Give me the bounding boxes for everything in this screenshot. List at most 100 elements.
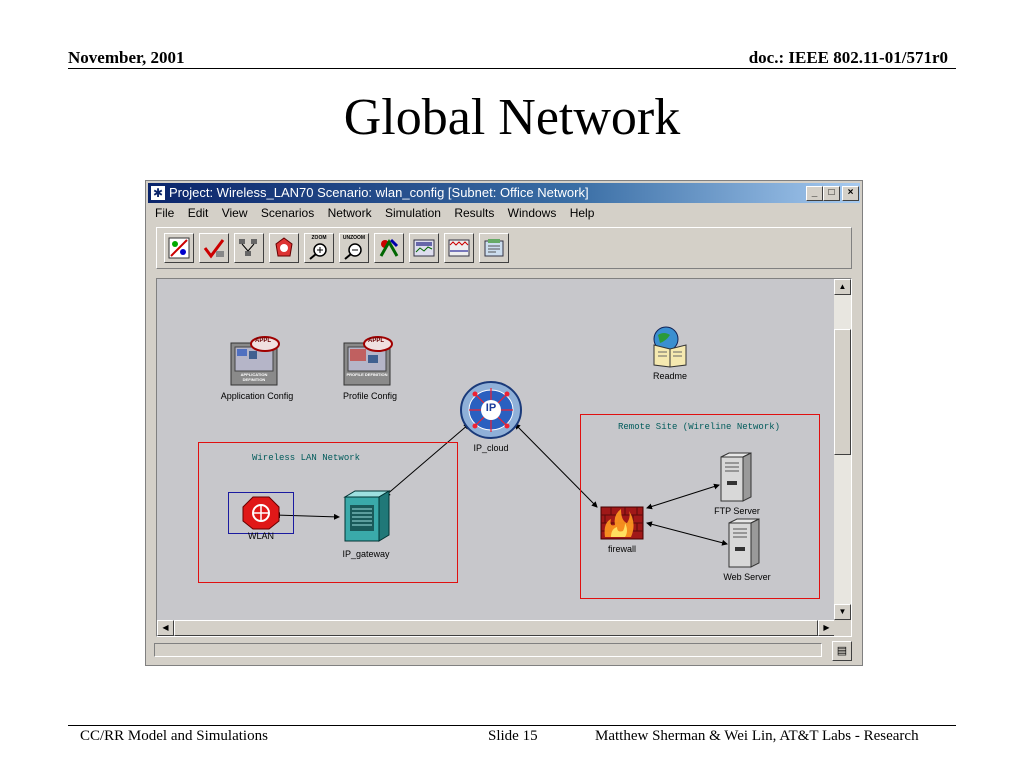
ip-cloud-icon [460,381,522,439]
wireless-lan-subnet[interactable] [198,442,458,583]
header-doc-id: doc.: IEEE 802.11-01/571r0 [748,48,948,67]
menu-results[interactable]: Results [454,206,495,220]
application-config-node[interactable]: APPL APPLICATION DEFINITION [227,335,283,387]
menu-edit[interactable]: Edit [187,206,209,220]
header-rule [68,68,956,69]
profile-config-label: Profile Config [342,391,398,401]
app-window: ✱ Project: Wireless_LAN70 Scenario: wlan… [145,180,863,666]
open-palette-button[interactable] [164,233,194,263]
ip-gateway-icon [343,490,391,542]
remote-site-subnet[interactable] [580,414,820,599]
toolbar: ZOOM UNZOOM [156,227,852,269]
fail-recover-icon [275,237,293,257]
zoom-button[interactable]: ZOOM [304,233,334,263]
ip-gateway-node[interactable] [341,487,391,543]
profile-config-node[interactable]: APPL PROFILE DEFINITION [340,335,396,387]
menu-scenarios[interactable]: Scenarios [260,206,315,220]
slide-title: Global Network [343,89,681,146]
scroll-left-button[interactable]: ◀ [157,620,174,636]
menu-view[interactable]: View [221,206,248,220]
zoom-label: ZOOM [311,235,327,241]
application-config-inner: APPLICATION DEFINITION [240,372,268,382]
vertical-scrollbar[interactable]: ▲ ▼ [834,279,851,620]
app-icon: ✱ [151,186,165,200]
minimize-button[interactable]: _ [806,186,823,201]
verify-links-icon [203,239,225,259]
ftp-server-icon [720,452,752,502]
profile-config-icon [343,336,393,386]
unzoom-label: UNZOOM [342,235,366,241]
web-server-node[interactable] [723,517,767,569]
firewall-label: firewall [607,544,636,554]
fail-recover-button[interactable] [269,233,299,263]
maximize-button[interactable]: □ [823,186,840,201]
horizontal-scrollbar[interactable]: ◀ ▶ [157,620,835,636]
application-config-badge: APPL [255,338,272,344]
web-server-label: Web Server [723,572,771,582]
rapid-config-icon [239,239,257,256]
unzoom-button[interactable]: UNZOOM [339,233,369,263]
network-canvas[interactable]: Wireless LAN Network Remote Site (Wireli… [157,279,835,620]
scroll-down-button[interactable]: ▼ [834,604,851,620]
profile-config-badge: APPL [368,338,385,344]
web-report-button[interactable] [479,233,509,263]
view-results-button[interactable] [409,233,439,263]
readme-label: Readme [652,371,688,381]
view-statistics-button[interactable] [444,233,474,263]
footer-rule [68,725,956,726]
network-editor: Wireless LAN Network Remote Site (Wireli… [156,278,852,637]
wireless-lan-label: Wireless LAN Network [252,453,361,463]
zoom-icon [309,243,327,260]
wlan-node[interactable] [228,492,294,534]
scroll-right-button[interactable]: ▶ [818,620,835,636]
configure-simulation-button[interactable] [374,233,404,263]
window-title: Project: Wireless_LAN70 Scenario: wlan_c… [169,185,589,200]
firewall-node[interactable] [597,501,647,541]
ftp-server-node[interactable] [715,451,759,503]
readme-node[interactable] [648,325,692,369]
firewall-icon [600,506,644,540]
wlan-router-icon [242,496,280,530]
menu-simulation[interactable]: Simulation [384,206,441,220]
ftp-server-label: FTP Server [714,506,760,516]
ip-cloud-label: IP_cloud [473,443,509,453]
web-report-icon [484,239,504,257]
message-log-button[interactable]: ▤ [832,641,852,661]
close-button[interactable]: × [842,186,859,201]
header-date: November, 2001 [68,48,185,67]
vertical-scroll-thumb[interactable] [834,329,851,455]
configure-simulation-icon [379,238,399,257]
ip-gateway-label: IP_gateway [342,549,390,559]
status-bar [154,643,822,657]
open-palette-icon [168,237,190,259]
link-gateway-ipcloud[interactable] [384,423,470,497]
footer-slide-number: Slide 15 [488,728,538,744]
view-results-icon [413,239,435,257]
menu-file[interactable]: File [155,206,175,220]
title-bar[interactable]: ✱ Project: Wireless_LAN70 Scenario: wlan… [148,183,860,203]
web-server-icon [728,518,760,568]
ip-cloud-glyph: IP [485,402,497,414]
link-wlan-gateway[interactable] [274,512,340,520]
scroll-up-button[interactable]: ▲ [834,279,851,295]
menu-help[interactable]: Help [569,206,595,220]
link-firewall-ftp[interactable] [646,483,720,510]
rapid-config-button[interactable] [234,233,264,263]
application-config-icon [230,336,280,386]
remote-site-label: Remote Site (Wireline Network) [618,422,781,432]
scroll-corner [834,620,851,636]
links-layer [274,423,728,546]
menu-bar: File Edit View Scenarios Network Simulat… [150,204,599,222]
footer-left: CC/RR Model and Simulations [80,728,268,744]
menu-network[interactable]: Network [327,206,372,220]
verify-links-button[interactable] [199,233,229,263]
readme-book-icon [653,326,687,368]
footer-authors: Matthew Sherman & Wei Lin, AT&T Labs - R… [595,728,919,744]
link-firewall-web[interactable] [646,521,728,546]
unzoom-icon [344,243,362,260]
view-statistics-icon [448,239,470,257]
horizontal-scroll-thumb[interactable] [174,620,818,636]
link-ipcloud-firewall[interactable] [514,423,598,508]
menu-windows[interactable]: Windows [507,206,557,220]
ip-cloud-node[interactable]: IP [459,380,523,440]
